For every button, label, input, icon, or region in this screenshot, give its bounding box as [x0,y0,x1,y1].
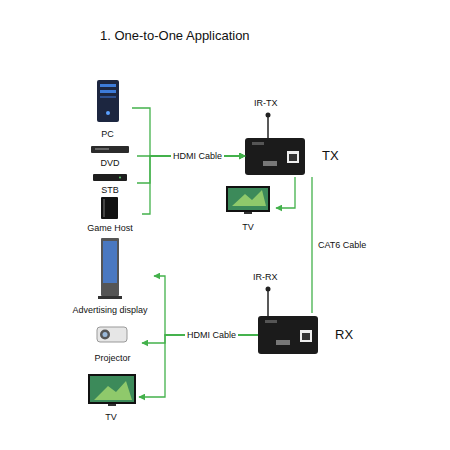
ir-tx-antenna [266,113,271,139]
game-host-source: Game Host [78,194,142,234]
cable-label: HDMI Cable [185,330,238,341]
device-label: STB [83,185,137,196]
tv-icon [88,374,136,406]
stb-source: STB [83,170,137,196]
hdmi-connector [132,108,245,156]
tx-unit: TX [245,135,345,177]
hdmi-connector [142,156,245,214]
set-top-box-icon [93,174,127,181]
hdmi-connector [276,177,295,208]
device-label: Advertising display [66,305,154,316]
advertising-display: Advertising display [66,236,154,316]
ir-label: IR-RX [253,272,278,283]
device-label: PC [83,129,132,140]
cat6-connector [311,177,312,313]
unit-label: TX [322,148,339,164]
device-label: TV [220,222,276,233]
cable-label: HDMI Cable [171,151,224,162]
dvd-player-icon [91,146,129,153]
tx-extender-box [245,138,305,175]
tv-display: TV [83,371,139,423]
device-label: Game Host [78,223,142,234]
dvd-source: DVD [83,143,137,169]
pc-tower-icon [97,80,119,122]
hdmi-connector [154,276,258,335]
game-console-icon [101,197,118,219]
cable-label: CAT6 Cable [318,240,366,251]
projector-icon [97,327,127,342]
ir-label: IR-TX [254,98,278,109]
device-label: Projector [83,353,142,364]
unit-label: RX [335,327,353,343]
pc-source: PC [83,76,132,140]
rx-extender-box [258,316,318,354]
tv-icon [226,186,270,214]
advertising-display-icon [98,238,122,299]
hdmi-connector [139,335,258,397]
ir-rx-antenna [266,287,271,317]
diagram-title: 1. One-to-One Application [100,28,250,44]
device-label: DVD [83,158,137,169]
rx-unit: RX [258,313,358,357]
tv-display: TV [220,183,276,233]
device-label: TV [83,412,139,423]
projector-display: Projector [83,322,142,364]
